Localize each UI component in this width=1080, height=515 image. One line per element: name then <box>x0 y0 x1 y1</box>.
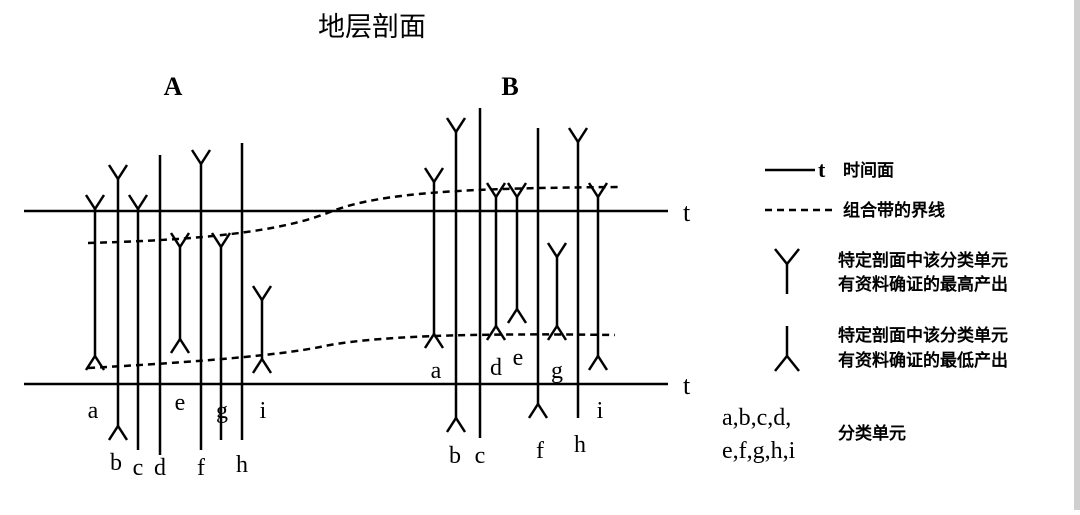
lowest-occurrence-marker-a-e <box>169 338 191 354</box>
section-a-label: A <box>164 72 183 101</box>
time-surface-upper-label: t <box>683 198 691 227</box>
zone-boundary-lower <box>87 333 616 370</box>
legend-lowest-text-line2: 有资料确证的最低产出 <box>838 350 1008 371</box>
taxon-label-a-c: c <box>133 455 144 481</box>
legend-highest-text-line1: 特定剖面中该分类单元 <box>838 250 1008 271</box>
range-b-d <box>485 182 507 341</box>
lowest-occurrence-marker-b-e <box>506 308 528 324</box>
lowest-occurrence-marker-b-a <box>423 333 445 349</box>
range-a-c <box>127 194 149 450</box>
taxon-label-b-b: b <box>449 443 461 469</box>
highest-occurrence-marker-b-i <box>587 182 609 198</box>
taxon-label-a-f: f <box>197 455 205 481</box>
diagram-title: 地层剖面 <box>318 12 426 43</box>
highest-occurrence-marker-a-b <box>107 164 129 180</box>
range-b-f <box>527 128 549 419</box>
taxon-label-b-a: a <box>431 358 442 384</box>
lowest-occurrence-marker-b-i <box>587 355 609 371</box>
taxon-label-a-e: e <box>175 390 186 416</box>
range-a-i <box>251 285 273 374</box>
highest-occurrence-marker-a-a <box>84 194 106 210</box>
zone-boundary-upper <box>87 185 623 245</box>
taxon-label-a-b: b <box>110 450 122 476</box>
lowest-occurrence-marker-b-g <box>546 325 568 341</box>
taxon-label-b-g: g <box>551 358 563 384</box>
time-surface-lower-label: t <box>683 371 691 400</box>
taxon-label-b-e: e <box>513 345 524 371</box>
highest-occurrence-marker-a-g <box>210 232 232 248</box>
legend-time-surface-text: 时间面 <box>843 160 894 181</box>
range-b-h <box>567 127 589 418</box>
section-b-label: B <box>501 72 518 101</box>
legend-taxa-text: 分类单元 <box>838 423 906 444</box>
taxon-label-a-i: i <box>260 398 267 424</box>
legend-highest-occurrence-icon <box>774 248 800 294</box>
highest-occurrence-marker-a-f <box>190 149 212 165</box>
range-a-a <box>84 194 106 371</box>
taxon-label-b-f: f <box>536 438 544 464</box>
legend-taxa-list-line1: a,b,c,d, <box>722 405 791 431</box>
taxon-label-a-h: h <box>236 452 248 478</box>
lowest-occurrence-marker-a-b <box>107 425 129 441</box>
taxon-label-b-h: h <box>574 432 586 458</box>
highest-occurrence-marker-a-c <box>127 194 149 210</box>
highest-occurrence-marker-b-g <box>546 242 568 258</box>
lowest-occurrence-marker-b-b <box>445 417 467 433</box>
highest-occurrence-marker-b-a <box>423 167 445 183</box>
range-b-a <box>423 167 445 349</box>
range-a-g <box>210 232 232 440</box>
taxon-label-b-c: c <box>475 443 486 469</box>
legend-lowest-occurrence-icon <box>774 326 800 372</box>
highest-occurrence-marker-b-e <box>506 182 528 198</box>
taxon-label-a-a: a <box>88 398 99 424</box>
taxon-label-a-d: d <box>154 455 166 481</box>
lowest-occurrence-marker-b-d <box>485 325 507 341</box>
lowest-occurrence-marker-a-a <box>84 355 106 371</box>
scroll-edge <box>1074 0 1080 510</box>
lowest-occurrence-marker-a-i <box>251 358 273 374</box>
legend-time-surface-symbol: t <box>818 157 826 182</box>
range-b-b <box>445 117 467 433</box>
range-a-e <box>169 232 191 354</box>
highest-occurrence-marker-b-b <box>445 117 467 133</box>
legend-lowest-text-line1: 特定剖面中该分类单元 <box>838 325 1008 346</box>
taxon-label-b-d: d <box>490 355 502 381</box>
taxon-label-a-g: g <box>216 398 228 424</box>
legend: t 时间面 组合带的界线 特定剖面中该分类单元 有资料确证的最高产出 特定剖面中… <box>722 157 1008 464</box>
highest-occurrence-marker-a-e <box>169 232 191 248</box>
range-b-i <box>587 182 609 371</box>
taxon-label-b-i: i <box>597 398 604 424</box>
legend-zone-boundary-text: 组合带的界线 <box>843 200 945 221</box>
taxon-ranges <box>84 108 609 455</box>
lowest-occurrence-marker-b-f <box>527 403 549 419</box>
legend-taxa-list-line2: e,f,g,h,i <box>722 438 796 464</box>
range-a-b <box>107 164 129 441</box>
highest-occurrence-marker-b-h <box>567 127 589 143</box>
highest-occurrence-marker-a-i <box>251 285 273 301</box>
range-b-e <box>506 182 528 324</box>
range-b-g <box>546 242 568 341</box>
highest-occurrence-marker-b-d <box>485 182 507 198</box>
range-a-f <box>190 149 212 450</box>
legend-highest-text-line2: 有资料确证的最高产出 <box>838 274 1008 295</box>
